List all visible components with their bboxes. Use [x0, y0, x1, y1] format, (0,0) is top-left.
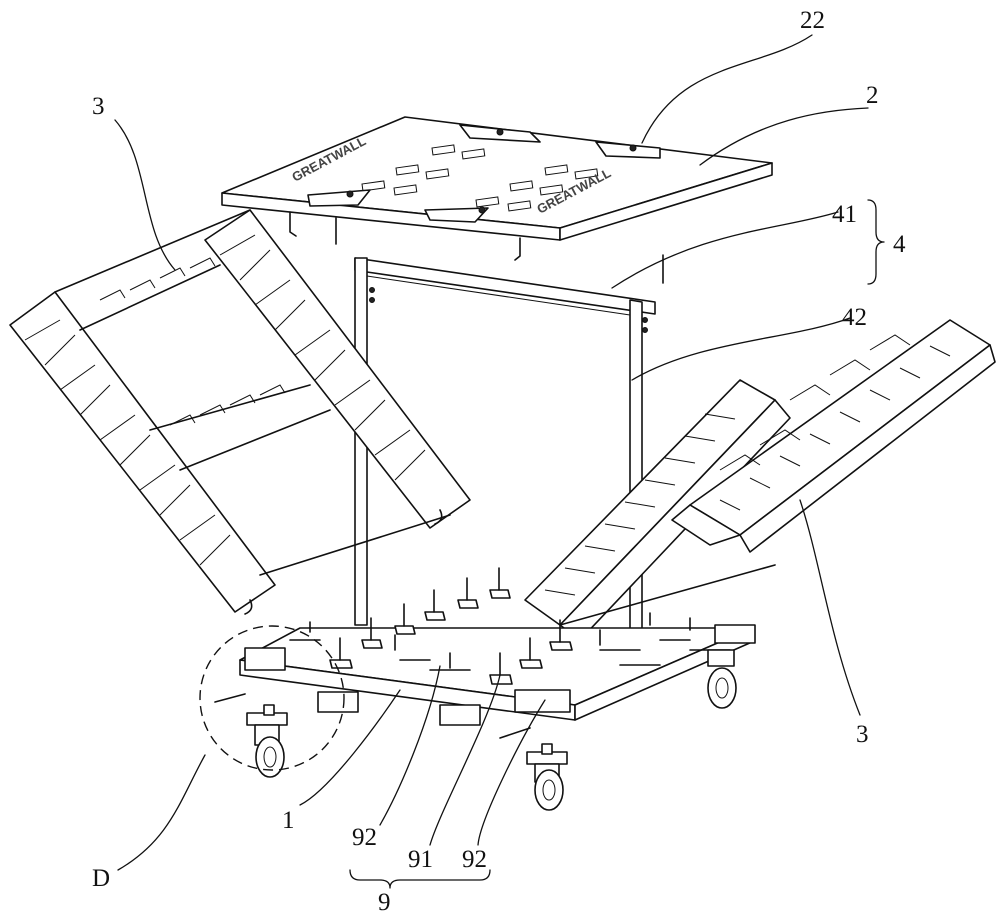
left-panel — [9, 209, 471, 615]
label-3-right: 3 — [856, 721, 869, 748]
caster-wheels — [246, 649, 737, 811]
label-3-left: 3 — [92, 93, 105, 120]
label-22: 22 — [800, 7, 825, 34]
top-plate: GREATWALL GREATWALL — [221, 116, 773, 284]
label-92-left: 92 — [352, 824, 377, 851]
leader-lines — [114, 34, 885, 889]
label-d: D — [92, 865, 111, 892]
right-panel — [524, 319, 996, 641]
label-4: 4 — [893, 231, 906, 258]
detail-circle-d — [199, 625, 345, 771]
base — [214, 567, 756, 739]
label-2: 2 — [866, 82, 879, 109]
label-42: 42 — [842, 304, 867, 331]
label-92-right: 92 — [462, 846, 487, 873]
frame — [354, 257, 656, 646]
label-9: 9 — [378, 889, 391, 916]
label-1: 1 — [282, 807, 295, 834]
label-91: 91 — [408, 846, 433, 873]
label-41: 41 — [832, 201, 857, 228]
